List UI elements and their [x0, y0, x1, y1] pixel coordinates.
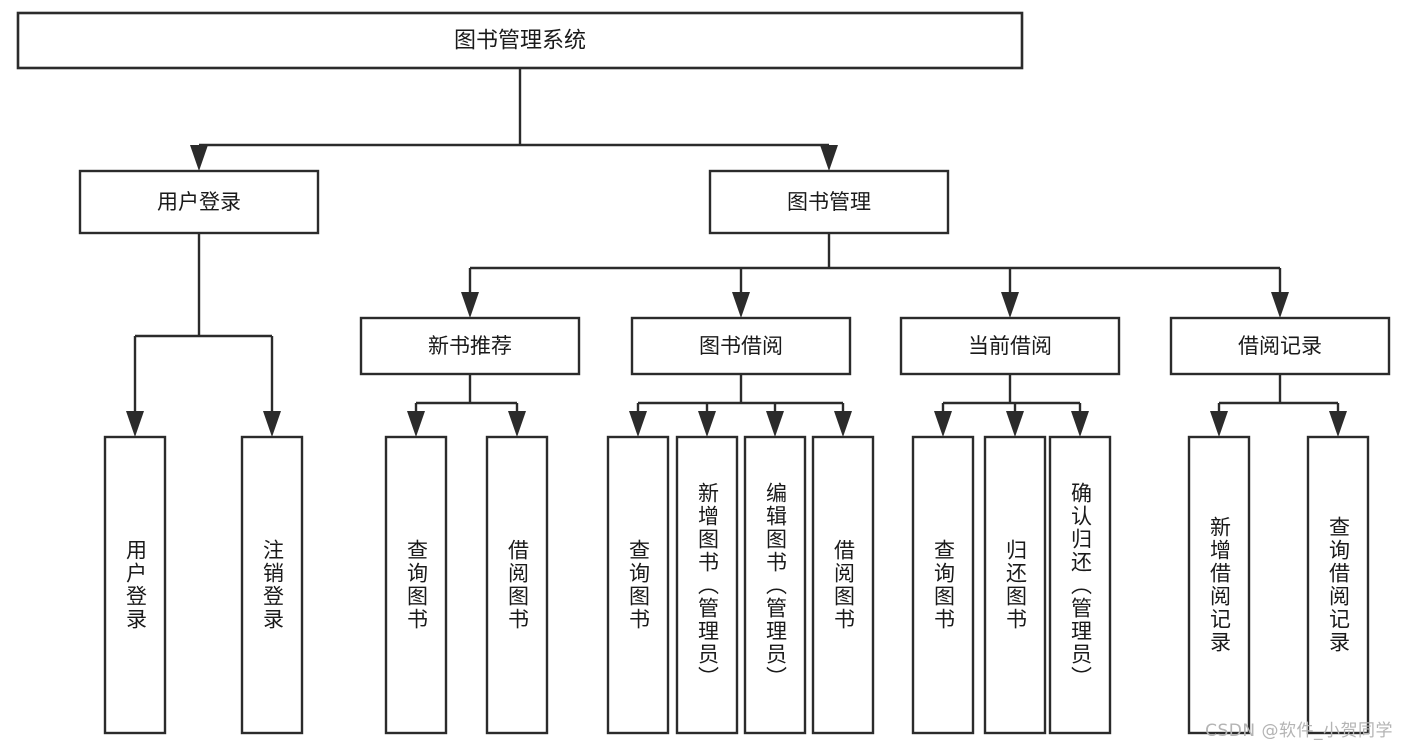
node-label-user-login: 用户登录 — [157, 190, 241, 214]
node-box-leaf-query-book-1[interactable] — [384, 435, 448, 735]
node-label-new-book-recommend: 新书推荐 — [428, 334, 512, 358]
arrow-head-icon — [407, 411, 425, 437]
node-box-book-borrow[interactable] — [630, 316, 852, 376]
node-box-book-management[interactable] — [708, 169, 950, 235]
arrow-head-icon — [1210, 411, 1228, 437]
arrow-head-icon — [1329, 411, 1347, 437]
node-box-leaf-user-login[interactable] — [103, 435, 167, 735]
arrow-head-icon — [732, 292, 750, 318]
node-label-borrow-record: 借阅记录 — [1238, 334, 1322, 358]
node-label-book-management: 图书管理 — [787, 190, 871, 214]
node-label-book-borrow: 图书借阅 — [699, 334, 783, 358]
watermark-text: CSDN @软件_小贺同学 — [1205, 721, 1393, 741]
node-label-current-borrow: 当前借阅 — [968, 334, 1052, 358]
node-box-leaf-return-book[interactable] — [983, 435, 1047, 735]
arrow-head-icon — [1071, 411, 1089, 437]
arrow-head-icon — [461, 292, 479, 318]
node-box-leaf-borrow-book-1[interactable] — [485, 435, 549, 735]
node-box-leaf-query-borrow-record[interactable] — [1306, 435, 1370, 735]
arrow-head-icon — [508, 411, 526, 437]
arrow-head-icon — [834, 411, 852, 437]
arrow-head-icon — [1006, 411, 1024, 437]
node-box-new-book-recommend[interactable] — [359, 316, 581, 376]
node-box-user-login[interactable] — [78, 169, 320, 235]
node-box-leaf-add-book-admin[interactable] — [675, 435, 739, 735]
node-box-leaf-add-borrow-record[interactable] — [1187, 435, 1251, 735]
node-box-current-borrow[interactable] — [899, 316, 1121, 376]
node-box-leaf-edit-book-admin[interactable] — [743, 435, 807, 735]
arrow-head-icon — [698, 411, 716, 437]
node-box-leaf-confirm-return-admin[interactable] — [1048, 435, 1112, 735]
arrow-head-icon — [766, 411, 784, 437]
node-box-root[interactable] — [16, 11, 1024, 70]
boxes-layer — [16, 11, 1391, 735]
node-box-leaf-borrow-book-2[interactable] — [811, 435, 875, 735]
arrow-head-icon — [629, 411, 647, 437]
arrow-head-icon — [126, 411, 144, 437]
arrow-head-icon — [190, 145, 208, 171]
arrow-head-icon — [1271, 292, 1289, 318]
arrow-head-icon — [263, 411, 281, 437]
node-box-leaf-query-book-3[interactable] — [911, 435, 975, 735]
arrow-head-icon — [820, 145, 838, 171]
node-box-borrow-record[interactable] — [1169, 316, 1391, 376]
node-box-leaf-logout-login[interactable] — [240, 435, 304, 735]
arrow-head-icon — [1001, 292, 1019, 318]
node-box-leaf-query-book-2[interactable] — [606, 435, 670, 735]
arrow-head-icon — [934, 411, 952, 437]
connectors-layer — [126, 68, 1347, 437]
node-label-root: 图书管理系统 — [454, 29, 586, 54]
